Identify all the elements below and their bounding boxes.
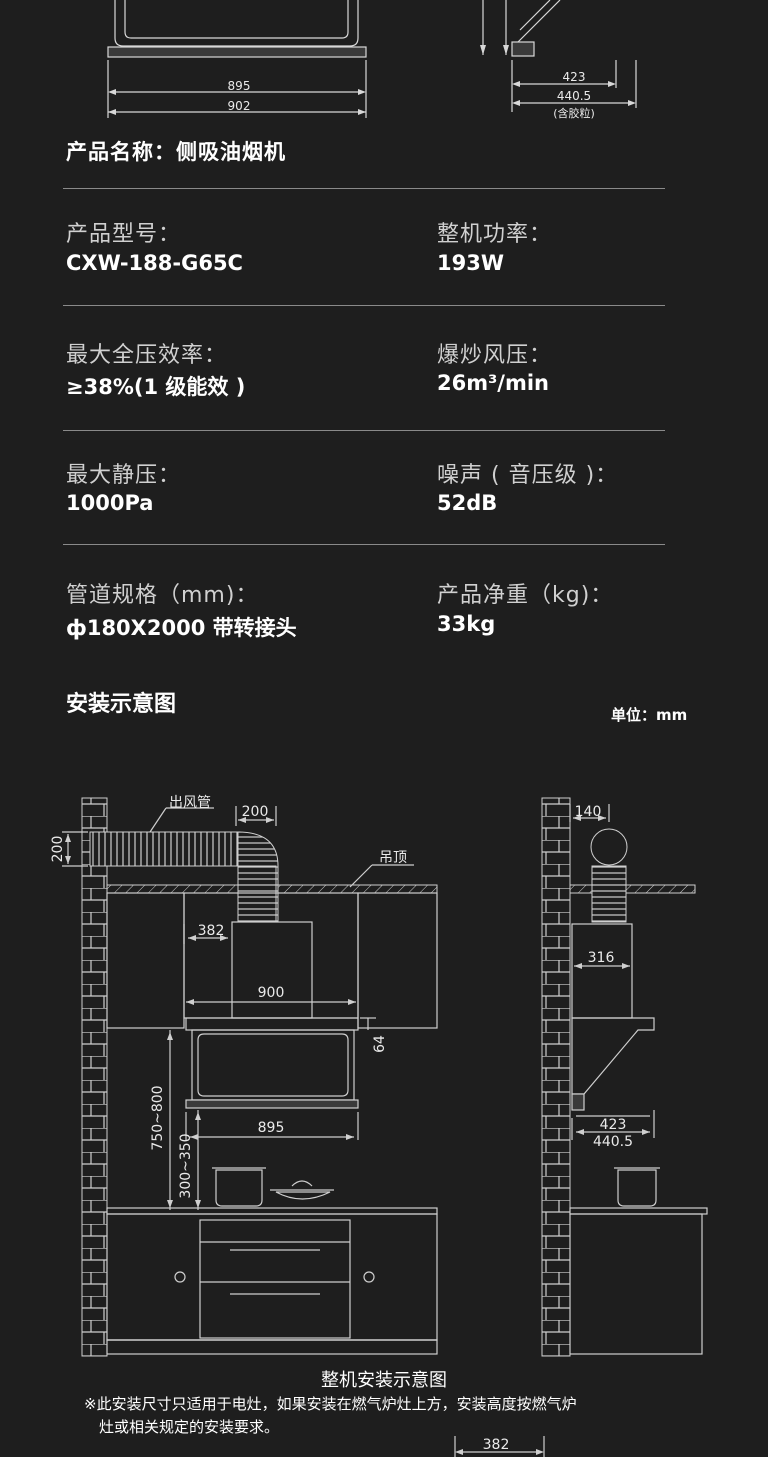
front-wall (81, 797, 108, 1357)
spec-label-duct: 管道规格（mm)： (66, 583, 259, 608)
dim-895: 895 (258, 1120, 285, 1136)
divider (63, 430, 665, 431)
dim-440-top: 440.5 (557, 89, 591, 103)
spec-value-duct: ф180X2000 带转接头 (66, 616, 297, 640)
duct-label: 出风管 (169, 795, 211, 811)
spec-label-power: 整机功率： (437, 222, 553, 247)
dim-200-duct: 200 (242, 804, 269, 820)
spec-label-model: 产品型号： (66, 222, 182, 247)
install-title: 安装示意图 (66, 692, 177, 717)
spec-value-airflow: 26m³/min (437, 371, 550, 395)
dim-750-800: 750~800 (150, 1085, 166, 1150)
dim-900: 900 (258, 985, 285, 1001)
spec-value-static-pressure: 1000Pa (66, 491, 154, 515)
ceiling-label: 吊顶 (379, 850, 407, 866)
dim-382: 382 (198, 923, 225, 939)
dim-300-350: 300~350 (178, 1133, 194, 1198)
dim-423-top: 423 (563, 70, 586, 84)
spec-label-weight: 产品净重（kg)： (437, 583, 614, 608)
dim-64: 64 (372, 1035, 388, 1053)
dim-902-top: 902 (228, 99, 251, 113)
spec-label-efficiency: 最大全压效率： (66, 343, 228, 368)
divider (63, 305, 665, 306)
dim-316: 316 (588, 950, 615, 966)
spec-value-model: CXW-188-G65C (66, 251, 243, 275)
dim-140: 140 (575, 804, 602, 820)
spec-value-weight: 33kg (437, 612, 496, 636)
dim-440-5: 440.5 (593, 1134, 633, 1150)
installation-diagram: 出风管 200 吊顶 200 382 900 64 895 750~800 30… (50, 795, 708, 1357)
spec-value-power: 193W (437, 251, 504, 275)
spec-value-efficiency: ≥38%(1 级能效 ) (66, 375, 246, 399)
spec-label-noise: 噪声 ( 音压级 )： (437, 463, 619, 488)
divider (63, 544, 665, 545)
bottom-partial-dimension: 382 (454, 1436, 545, 1457)
spec-value-noise: 52dB (437, 491, 498, 515)
dim-note-top: (含胶粒) (553, 106, 595, 120)
install-note: ※此安装尺寸只适用于电灶，如果安装在燃气炉灶上方，安装高度按燃气炉 灶或相关规定… (84, 1393, 577, 1439)
spec-label-static-pressure: 最大静压： (66, 463, 182, 488)
top-dimension-diagram: 895 902 423 440.5 (含胶粒) (107, 0, 637, 120)
dim-423: 423 (600, 1117, 627, 1133)
dim-895-top: 895 (228, 79, 251, 93)
dim-382-bottom: 382 (483, 1437, 510, 1453)
product-name: 产品名称：侧吸油烟机 (66, 140, 286, 164)
install-note-line1: ※此安装尺寸只适用于电灶，如果安装在燃气炉灶上方，安装高度按燃气炉 (84, 1395, 577, 1413)
diagram-caption: 整机安装示意图 (321, 1370, 447, 1391)
divider (63, 188, 665, 189)
install-note-line2: 灶或相关规定的安装要求。 (99, 1418, 280, 1436)
unit-label: 单位：mm (611, 706, 688, 724)
spec-label-airflow: 爆炒风压： (437, 343, 553, 368)
dim-200-side: 200 (50, 836, 66, 863)
